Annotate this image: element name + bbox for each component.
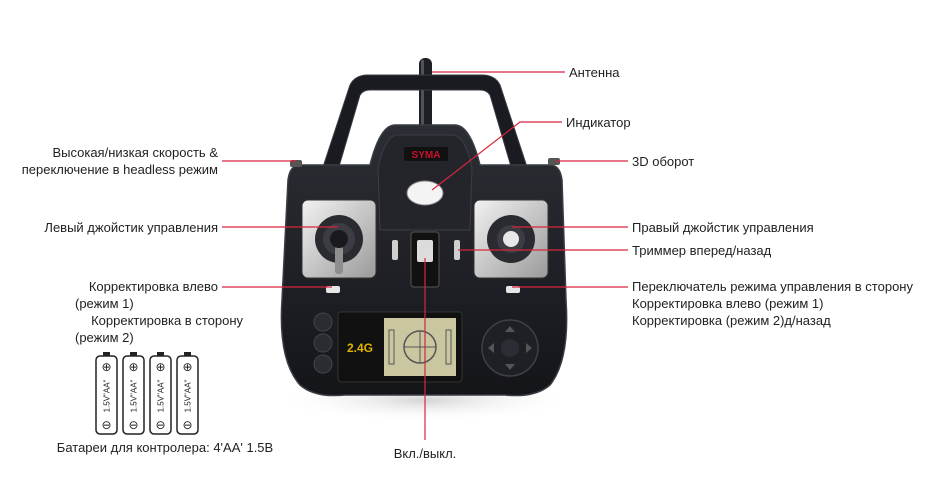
label-power: Вкл./выкл. <box>393 446 457 461</box>
battery-cell: ⊕ 1.5V"AA" ⊖ <box>149 352 172 435</box>
speed-button[interactable] <box>290 160 302 167</box>
battery-label: 1.5V"AA" <box>103 379 112 412</box>
battery-minus-icon: ⊖ <box>182 418 192 432</box>
battery-label: 1.5V"AA" <box>130 379 139 412</box>
lcd-badge: 2.4G <box>347 341 373 355</box>
battery-cell: ⊕ 1.5V"AA" ⊖ <box>95 352 118 435</box>
label-speed-line1: Высокая/низкая скорость & <box>52 145 218 160</box>
brand-badge-bg <box>404 147 448 161</box>
label-left-stick: Левый джойстик управления <box>44 220 218 235</box>
label-right-trim-2: Корректировка влево (режим 1) <box>632 296 824 311</box>
fb-trim-button[interactable] <box>454 240 460 260</box>
label-right-trim-3: Корректировка (режим 2)д/назад <box>632 313 831 328</box>
label-trim-fb: Триммер вперед/назад <box>632 243 772 258</box>
label-indicator: Индикатор <box>566 115 631 130</box>
battery-plus-icon: ⊕ <box>101 360 111 374</box>
battery-plus-icon: ⊕ <box>128 360 138 374</box>
indicator-led <box>406 180 444 206</box>
label-left-trim-3: Корректировка в сторону <box>91 313 243 328</box>
label-left-trim-1: Корректировка влево <box>88 279 218 294</box>
leader-lines <box>222 71 628 440</box>
label-speed-line2: переключение в headless режим <box>21 162 218 177</box>
mode-button[interactable] <box>313 354 333 374</box>
battery-minus-icon: ⊖ <box>101 418 111 432</box>
left-trim-button[interactable] <box>326 286 340 293</box>
battery-group: ⊕ 1.5V"AA" ⊖ ⊕ 1.5V"AA" ⊖ ⊕ 1.5V"AA" ⊖ ⊕ 1.5V"AA" ⊖ <box>95 352 199 435</box>
mode-button[interactable] <box>313 333 333 353</box>
label-left-trim-2: (режим 1) <box>75 296 134 311</box>
battery-plus-icon: ⊕ <box>182 360 192 374</box>
left-side-trim[interactable] <box>392 240 398 260</box>
left-button-column <box>313 312 333 374</box>
battery-minus-icon: ⊖ <box>128 418 138 432</box>
mode-button[interactable] <box>313 312 333 332</box>
label-right-trim-1: Переключатель режима управления в сторон… <box>632 279 913 294</box>
battery-minus-icon: ⊖ <box>155 418 165 432</box>
battery-cell: ⊕ 1.5V"AA" ⊖ <box>122 352 145 435</box>
battery-label: 1.5V"AA" <box>157 379 166 412</box>
left-joystick[interactable] <box>301 199 377 279</box>
direction-pad[interactable] <box>481 319 539 377</box>
right-joystick[interactable] <box>473 199 549 279</box>
battery-label: 1.5V"AA" <box>184 379 193 412</box>
label-batteries: Батареи для контролера: 4'AA' 1.5В <box>56 440 274 455</box>
label-left-trim-4: (режим 2) <box>75 330 134 345</box>
label-flip-3d: 3D оборот <box>632 154 695 169</box>
battery-cell: ⊕ 1.5V"AA" ⊖ <box>176 352 199 435</box>
label-right-stick: Правый джойстик управления <box>632 220 814 235</box>
brand-logo: SYMA <box>412 150 441 161</box>
label-antenna: Антенна <box>569 65 620 80</box>
lcd-screen <box>337 311 463 383</box>
battery-plus-icon: ⊕ <box>155 360 165 374</box>
right-trim-button[interactable] <box>506 286 520 293</box>
leader-indicator <box>431 121 562 191</box>
flip-3d-button[interactable] <box>548 158 560 165</box>
